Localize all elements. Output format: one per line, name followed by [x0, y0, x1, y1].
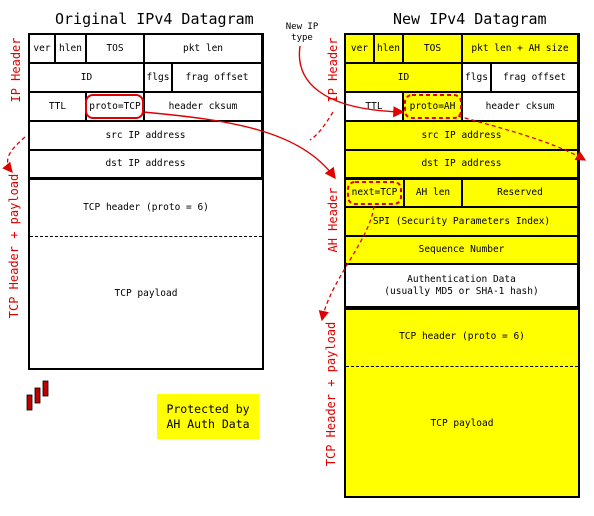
left-tcp-side-label: TCP Header + payload — [7, 173, 21, 319]
protected-by-auth-data-box: Protected by AH Auth Data — [157, 394, 259, 439]
right-hlen-cell: hlen — [374, 34, 403, 63]
left-tcp-frame — [28, 178, 264, 370]
left-pktlen-cell: pkt len — [144, 34, 262, 63]
left-flgs-cell: flgs — [144, 63, 172, 92]
right-pktlen-cell: pkt len + AH size — [462, 34, 578, 63]
left-hlen-cell: hlen — [55, 34, 86, 63]
right-tcp-side-label: TCP Header + payload — [324, 321, 338, 467]
right-proto-cell: proto=AH — [403, 92, 462, 121]
right-reserved-cell: Reserved — [462, 179, 578, 207]
right-next-header-cell: next=TCP — [345, 179, 404, 207]
left-title: Original IPv4 Datagram — [55, 10, 254, 28]
left-cksum-cell: header cksum — [144, 92, 262, 121]
right-tcp-payload-label: TCP payload — [430, 418, 494, 429]
right-auth-cell: Authentication Data (usually MD5 or SHA-… — [345, 264, 578, 307]
new-ip-type-note: New IP type — [285, 22, 319, 43]
right-flgs-cell: flgs — [462, 63, 491, 92]
left-src-cell: src IP address — [29, 121, 262, 150]
left-tcp-header-label: TCP header (proto = 6) — [83, 202, 209, 213]
left-ttl-cell: TTL — [29, 92, 86, 121]
right-tcp-frame — [344, 308, 580, 498]
right-ahlen-cell: AH len — [404, 179, 462, 207]
right-ip-bracket-dash — [309, 111, 334, 141]
right-src-cell: src IP address — [345, 121, 578, 150]
right-tcp-divider — [346, 366, 578, 367]
legend-bars-icon — [26, 380, 49, 411]
left-ip-header-side-label: IP Header — [9, 37, 23, 103]
right-id-cell: ID — [345, 63, 462, 92]
right-ip-header-side-label: IP Header — [326, 37, 340, 103]
left-tcp-payload-label: TCP payload — [114, 288, 178, 299]
right-fragoff-cell: frag offset — [491, 63, 578, 92]
right-cksum-cell: header cksum — [462, 92, 578, 121]
left-tcp-divider — [30, 236, 262, 237]
right-spi-cell: SPI (Security Parameters Index) — [345, 207, 578, 236]
right-ah-header-side-label: AH Header — [326, 187, 340, 253]
right-title: New IPv4 Datagram — [393, 10, 547, 28]
right-ver-cell: ver — [345, 34, 374, 63]
left-fragoff-cell: frag offset — [172, 63, 262, 92]
left-tos-cell: TOS — [86, 34, 144, 63]
left-id-cell: ID — [29, 63, 144, 92]
right-ttl-cell: TTL — [345, 92, 403, 121]
right-seq-cell: Sequence Number — [345, 236, 578, 264]
left-ip-to-tcp-arrow — [2, 136, 26, 173]
left-ver-cell: ver — [29, 34, 55, 63]
left-dst-cell: dst IP address — [29, 150, 262, 178]
right-tos-cell: TOS — [403, 34, 462, 63]
right-tcp-header-label: TCP header (proto = 6) — [399, 331, 525, 342]
left-proto-cell: proto=TCP — [86, 92, 144, 121]
right-dst-cell: dst IP address — [345, 150, 578, 178]
